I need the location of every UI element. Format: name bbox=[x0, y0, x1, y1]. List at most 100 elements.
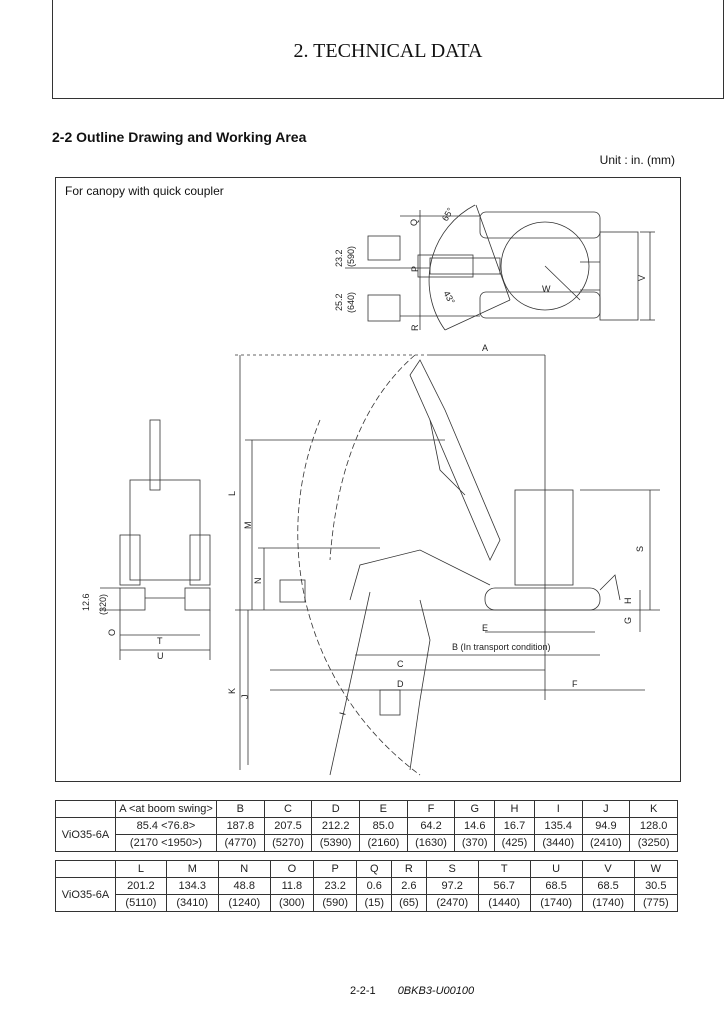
header-cell: J bbox=[581, 800, 631, 818]
value-cell: 11.8 bbox=[269, 877, 315, 895]
value-cell: (425) bbox=[494, 834, 535, 852]
table-header-row: A <at boom swing> B C D E F G H I J K bbox=[55, 800, 678, 818]
drawing-frame bbox=[55, 177, 681, 782]
value-cell: (300) bbox=[269, 894, 315, 912]
header-cell: R bbox=[391, 860, 427, 878]
value-cell: (3250) bbox=[629, 834, 678, 852]
header-cell: U bbox=[529, 860, 583, 878]
dimension-table-a-k: A <at boom swing> B C D E F G H I J K Vi… bbox=[55, 800, 678, 852]
value-cell: (2470) bbox=[425, 894, 479, 912]
offset-right-mm: (640) bbox=[346, 292, 356, 313]
dim-label-p: P bbox=[410, 266, 420, 272]
header-cell: L bbox=[115, 860, 167, 878]
dim-label-f: F bbox=[572, 679, 578, 689]
document-code: 0BKB3-U00100 bbox=[397, 985, 475, 997]
table-header-row: L M N O P Q R S T U V W bbox=[55, 860, 679, 878]
dim-label-v: V bbox=[637, 275, 647, 281]
header-cell: G bbox=[454, 800, 496, 818]
header-cell: Q bbox=[356, 860, 393, 878]
value-cell: 207.5 bbox=[263, 817, 313, 835]
header-cell bbox=[55, 800, 116, 818]
value-cell: 14.6 bbox=[454, 817, 496, 835]
dim-label-i: I bbox=[337, 711, 347, 716]
header-cell: N bbox=[217, 860, 271, 878]
offset-right-inch: 25.2 bbox=[334, 293, 344, 311]
header-cell: P bbox=[313, 860, 358, 878]
header-cell: C bbox=[263, 800, 313, 818]
value-cell: 56.7 bbox=[477, 877, 531, 895]
dim-label-u: U bbox=[157, 651, 164, 661]
offset-left-inch: 23.2 bbox=[334, 249, 344, 267]
section-title: 2-2 Outline Drawing and Working Area bbox=[52, 129, 307, 145]
value-cell: 212.2 bbox=[311, 817, 361, 835]
value-cell: (15) bbox=[356, 894, 393, 912]
header-cell: K bbox=[629, 800, 678, 818]
dim-label-c: C bbox=[397, 659, 404, 669]
header-cell: W bbox=[633, 860, 679, 878]
value-cell: 0.6 bbox=[356, 877, 393, 895]
value-cell: (3410) bbox=[165, 894, 219, 912]
value-cell: 85.4 <76.8> bbox=[115, 817, 217, 835]
dim-label-s: S bbox=[635, 546, 645, 552]
dim-label-o: O bbox=[107, 629, 117, 636]
header-cell: B bbox=[216, 800, 265, 818]
model-cell: ViO35-6A bbox=[55, 817, 116, 852]
header-cell: F bbox=[406, 800, 456, 818]
dim-label-a: A bbox=[482, 343, 488, 353]
outline-drawing: Q P R 23.2 (590) 25.2 (640) 65° 43° W V bbox=[81, 204, 660, 776]
value-cell: 134.3 bbox=[165, 877, 219, 895]
front-view bbox=[100, 419, 211, 660]
dim-label-b: B (In transport condition) bbox=[452, 642, 551, 652]
header-cell: A <at boom swing> bbox=[115, 800, 217, 818]
value-cell: 68.5 bbox=[581, 877, 635, 895]
dim-label-e: E bbox=[482, 623, 488, 633]
dim-label-n: N bbox=[253, 578, 263, 585]
header-cell: V bbox=[581, 860, 635, 878]
header-cell: H bbox=[494, 800, 535, 818]
value-cell: 97.2 bbox=[425, 877, 479, 895]
dim-label-r: R bbox=[410, 324, 420, 331]
value-cell: 64.2 bbox=[406, 817, 456, 835]
value-cell: (2160) bbox=[359, 834, 408, 852]
dim-label-h: H bbox=[623, 598, 633, 605]
dim-label-l: L bbox=[227, 491, 237, 496]
dim-label-t: T bbox=[157, 636, 163, 646]
header-cell: T bbox=[477, 860, 531, 878]
value-cell: 128.0 bbox=[629, 817, 678, 835]
header-cell: O bbox=[269, 860, 315, 878]
value-cell: (5270) bbox=[263, 834, 313, 852]
value-cell: (4770) bbox=[216, 834, 265, 852]
value-cell: (2170 <1950>) bbox=[115, 834, 217, 852]
table-row-inch: ViO35-6A 201.2 134.3 48.8 11.8 23.2 0.6 … bbox=[55, 877, 679, 912]
model-cell: ViO35-6A bbox=[55, 877, 116, 912]
header-cell: S bbox=[425, 860, 479, 878]
table-row-mm: (2170 <1950>) (4770) (5270) (5390) (2160… bbox=[56, 834, 678, 852]
header-cell: M bbox=[165, 860, 219, 878]
dim-label-k: K bbox=[227, 688, 237, 694]
dim-label-w: W bbox=[542, 284, 551, 294]
table-row-mm: (5110) (3410) (1240) (300) (590) (15) (6… bbox=[56, 894, 679, 912]
value-cell: 30.5 bbox=[633, 877, 679, 895]
dimension-table-l-w: L M N O P Q R S T U V W ViO35-6A 201.2 1… bbox=[55, 860, 679, 912]
value-cell: 85.0 bbox=[359, 817, 408, 835]
front-clearance-mm: (320) bbox=[98, 594, 108, 615]
value-cell: (5110) bbox=[115, 894, 167, 912]
value-cell: (590) bbox=[313, 894, 358, 912]
unit-note: Unit : in. (mm) bbox=[599, 153, 675, 167]
value-cell: 23.2 bbox=[313, 877, 358, 895]
value-cell: 68.5 bbox=[529, 877, 583, 895]
value-cell: 135.4 bbox=[533, 817, 583, 835]
value-cell: 2.6 bbox=[391, 877, 427, 895]
value-cell: (65) bbox=[391, 894, 427, 912]
header-box: 2. TECHNICAL DATA bbox=[52, 0, 724, 99]
offset-left-mm: (590) bbox=[346, 246, 356, 267]
top-view bbox=[345, 204, 655, 331]
page-footer: 2-2-1 0BKB3-U00100 bbox=[350, 985, 474, 997]
header-cell: I bbox=[533, 800, 583, 818]
page-number: 2-2-1 bbox=[350, 985, 376, 997]
value-cell: 16.7 bbox=[494, 817, 535, 835]
dim-label-m: M bbox=[243, 522, 253, 530]
header-cell: D bbox=[311, 800, 361, 818]
value-cell: 201.2 bbox=[115, 877, 167, 895]
value-cell: (1440) bbox=[477, 894, 531, 912]
